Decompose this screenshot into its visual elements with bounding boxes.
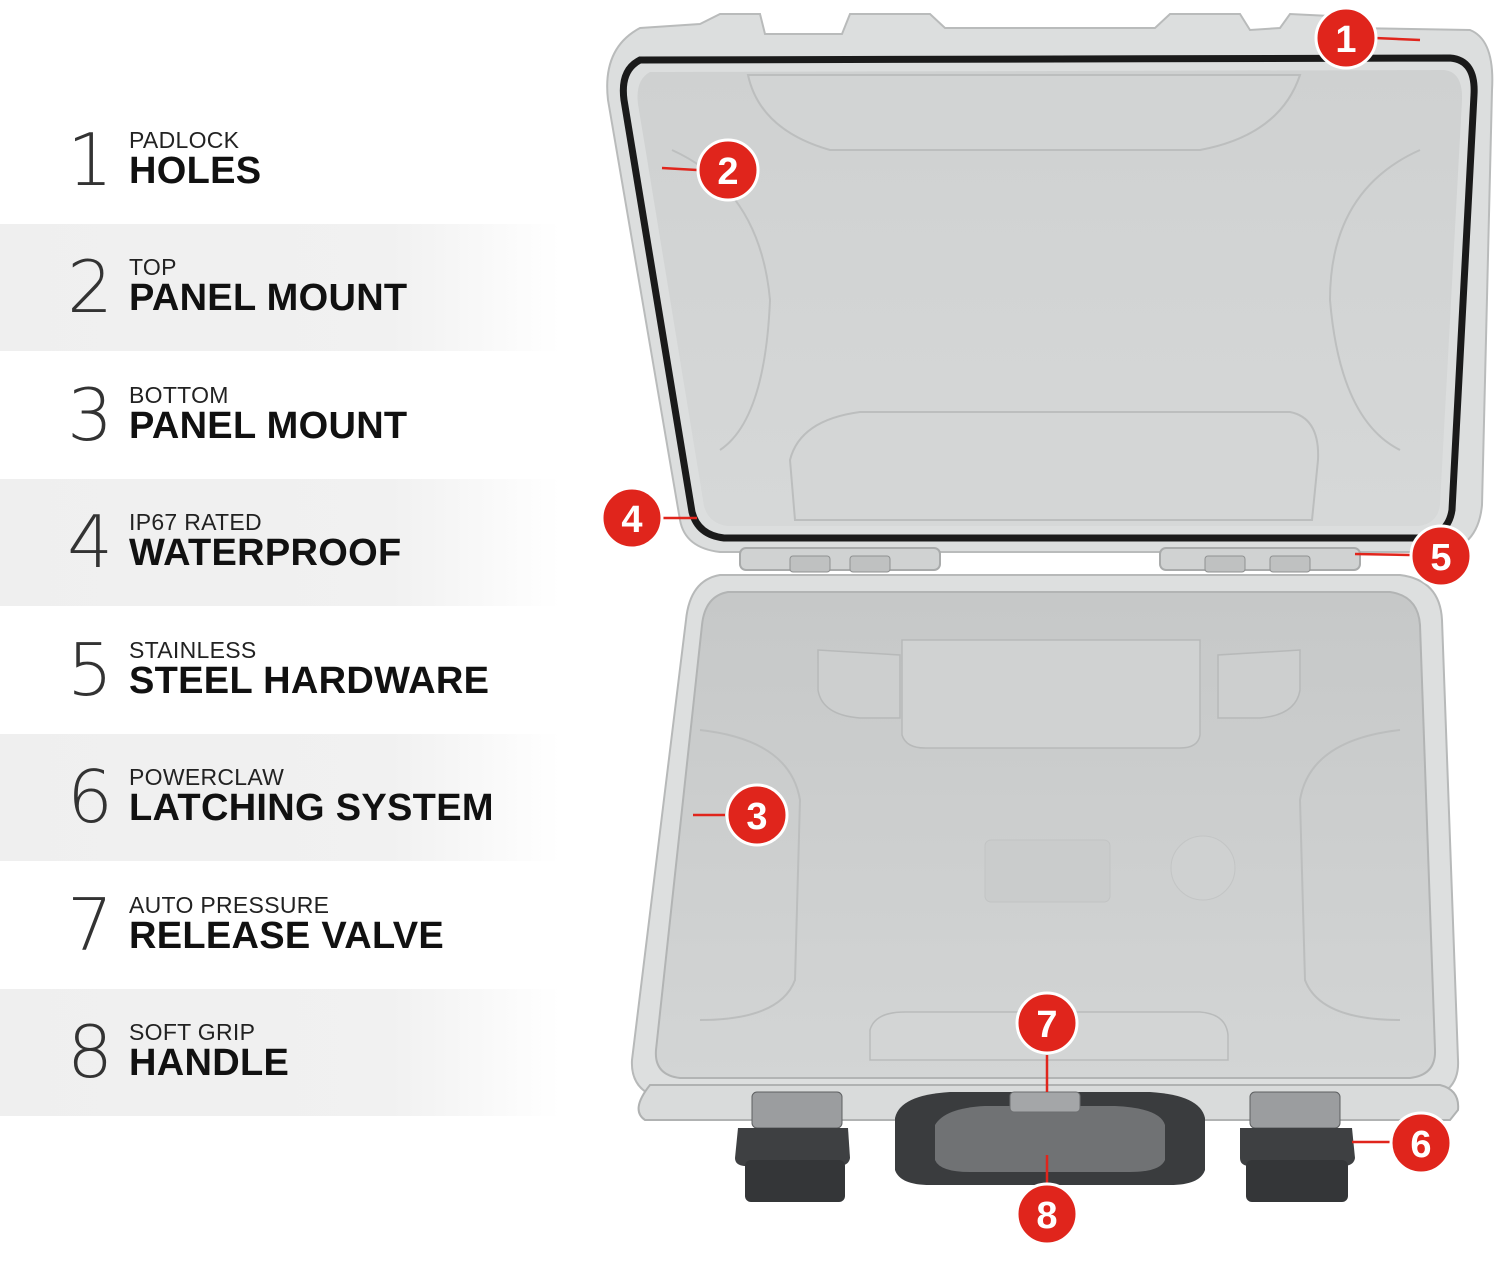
- feature-item: 7 AUTO PRESSURE RELEASE VALVE: [0, 861, 560, 989]
- callout-marker: 6: [1389, 1111, 1453, 1175]
- feature-title: PANEL MOUNT: [129, 404, 408, 447]
- feature-subtitle: AUTO PRESSURE: [129, 891, 330, 918]
- callout-number: 7: [1036, 1004, 1057, 1046]
- callout-marker: 2: [696, 138, 760, 202]
- feature-item: 3 BOTTOM PANEL MOUNT: [0, 351, 560, 479]
- feature-text: TOP PANEL MOUNT: [129, 255, 407, 319]
- feature-item: 8 SOFT GRIP HANDLE: [0, 988, 560, 1116]
- feature-item: 4 IP67 RATED WATERPROOF: [0, 478, 560, 606]
- feature-text: POWERCLAW LATCHING SYSTEM: [129, 765, 494, 829]
- case-illustration: 1 2 3 4 5 6 7 8: [600, 6, 1494, 1246]
- feature-text: BOTTOM PANEL MOUNT: [129, 383, 407, 447]
- callout-marker: 8: [1015, 1182, 1079, 1246]
- callout-number: 1: [1335, 19, 1356, 61]
- feature-number: 6: [67, 755, 113, 840]
- feature-number: 5: [67, 627, 113, 712]
- feature-title: HOLES: [129, 149, 262, 192]
- feature-text: SOFT GRIP HANDLE: [129, 1020, 289, 1084]
- feature-item: 6 POWERCLAW LATCHING SYSTEM: [0, 733, 560, 861]
- case-lid: [606, 12, 1494, 553]
- feature-number: 1: [67, 117, 113, 202]
- callout-lines: [661, 36, 1421, 1183]
- callout-marker: 4: [600, 486, 664, 550]
- handle: [895, 1091, 1205, 1185]
- feature-subtitle: BOTTOM: [129, 381, 229, 408]
- feature-number: 2: [67, 245, 113, 330]
- feature-subtitle: IP67 RATED: [129, 509, 262, 536]
- feature-subtitle: POWERCLAW: [129, 764, 285, 791]
- feature-title: RELEASE VALVE: [129, 914, 444, 957]
- feature-title: STEEL HARDWARE: [129, 659, 490, 702]
- latches: [735, 1091, 1355, 1202]
- callout-marker: 5: [1409, 524, 1473, 588]
- feature-item: 1 PADLOCK HOLES: [0, 96, 560, 224]
- callout-number: 4: [621, 499, 642, 541]
- callout-number: 5: [1430, 537, 1451, 579]
- feature-number: 7: [67, 882, 113, 967]
- feature-subtitle: STAINLESS: [129, 636, 257, 663]
- feature-number: 3: [67, 372, 113, 457]
- feature-item: 2 TOP PANEL MOUNT: [0, 223, 560, 351]
- callout-number: 6: [1410, 1124, 1431, 1166]
- feature-list: 1 PADLOCK HOLES 2 TOP PANEL MOUNT 3 BOTT…: [0, 96, 560, 1116]
- feature-text: STAINLESS STEEL HARDWARE: [129, 638, 489, 702]
- feature-title: WATERPROOF: [129, 532, 402, 575]
- feature-title: PANEL MOUNT: [129, 277, 408, 320]
- callout-number: 3: [746, 796, 767, 838]
- hinges: [739, 547, 1361, 573]
- callout-number: 8: [1036, 1195, 1057, 1237]
- feature-subtitle: PADLOCK: [129, 126, 240, 153]
- feature-title: HANDLE: [129, 1042, 290, 1085]
- feature-title: LATCHING SYSTEM: [129, 787, 494, 830]
- case-base: [630, 574, 1460, 1101]
- feature-number: 4: [67, 500, 113, 585]
- callout-number: 2: [717, 151, 738, 193]
- feature-number: 8: [67, 1010, 113, 1095]
- feature-item: 5 STAINLESS STEEL HARDWARE: [0, 606, 560, 734]
- callout-marker: 7: [1015, 991, 1079, 1055]
- feature-subtitle: TOP: [129, 254, 177, 281]
- feature-text: PADLOCK HOLES: [129, 128, 261, 192]
- callout-marker: 3: [725, 783, 789, 847]
- feature-text: IP67 RATED WATERPROOF: [129, 510, 402, 574]
- callout-marker: 1: [1314, 6, 1378, 70]
- feature-text: AUTO PRESSURE RELEASE VALVE: [129, 893, 444, 957]
- feature-subtitle: SOFT GRIP: [129, 1019, 256, 1046]
